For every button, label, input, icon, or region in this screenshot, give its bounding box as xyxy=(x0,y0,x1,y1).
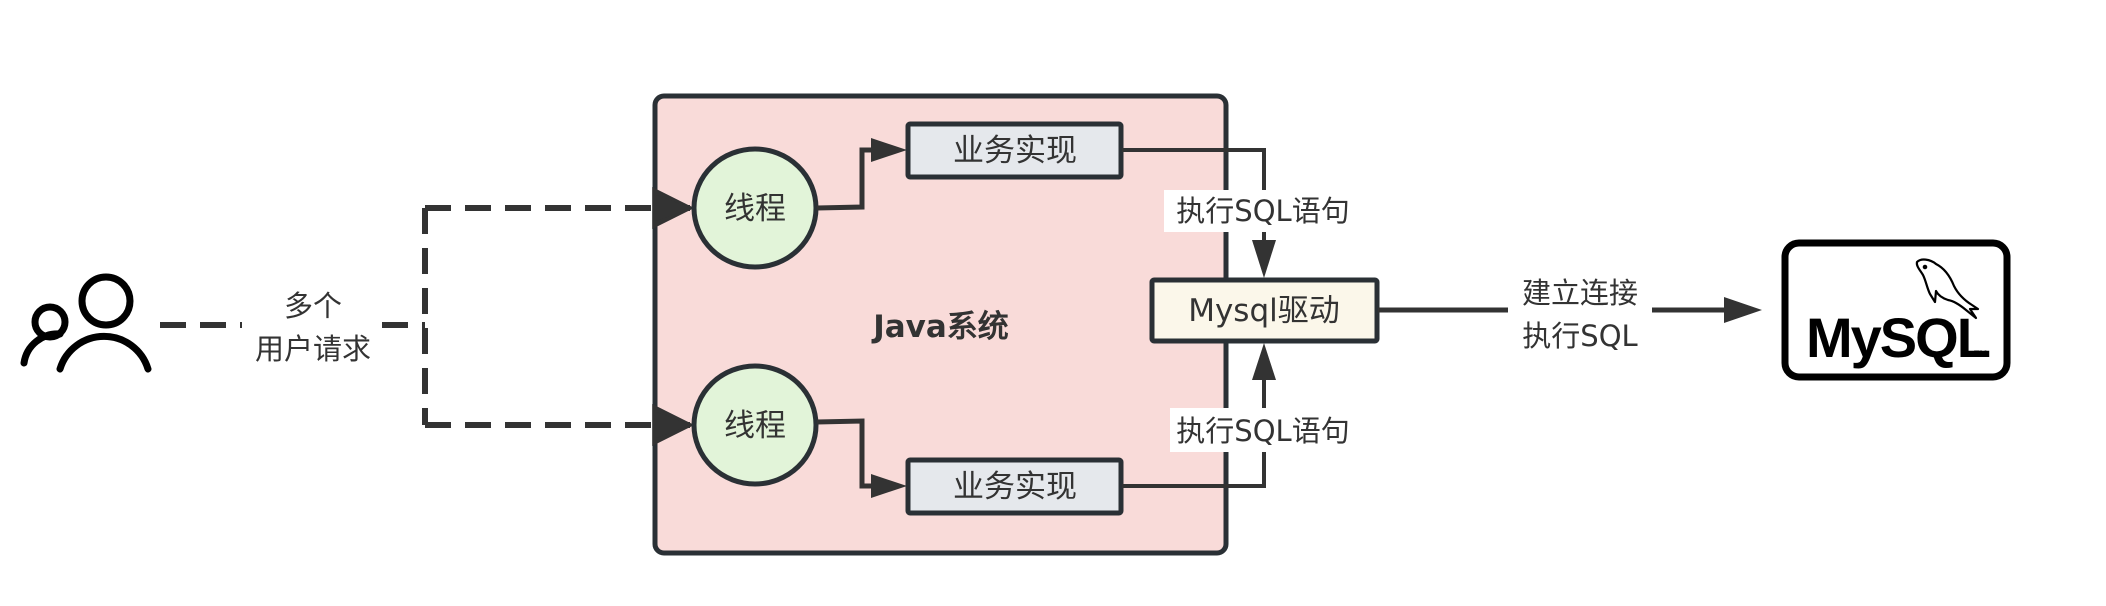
business-node-1-label: 业务实现 xyxy=(953,133,1077,169)
business-node-2[interactable]: 业务实现 xyxy=(905,457,1124,516)
java-system-title: Java系统 xyxy=(871,309,1009,345)
users-icon xyxy=(20,273,152,373)
thread-node-2[interactable]: 线程 xyxy=(691,363,819,487)
request-label-line2: 用户请求 xyxy=(255,332,371,366)
exec-sql-label-bottom: 执行SQL语句 xyxy=(1170,408,1356,452)
arrowhead-database xyxy=(1724,297,1762,323)
mysql-logo-text: MySQL xyxy=(1806,306,1990,369)
mysql-driver-label: Mysql驱动 xyxy=(1188,293,1340,329)
arrowhead-thread-2 xyxy=(656,412,692,438)
connect-label-line1: 建立连接 xyxy=(1522,276,1638,310)
request-label-line1: 多个 xyxy=(284,289,342,323)
arrowhead-driver-top xyxy=(1252,240,1276,278)
request-edges xyxy=(160,187,695,446)
mysql-trademark: TM xyxy=(1974,349,1987,359)
edge-driver-database: 建立连接 执行SQL xyxy=(1378,276,1762,353)
arrowhead-business-2 xyxy=(871,474,907,498)
arrowhead-driver-bottom xyxy=(1252,343,1276,380)
business-node-1[interactable]: 业务实现 xyxy=(905,121,1124,180)
mysql-database-node[interactable]: MySQL TM xyxy=(1781,239,2011,381)
thread-node-1-label: 线程 xyxy=(724,191,786,227)
request-label: 多个 用户请求 xyxy=(255,289,371,366)
svg-text:执行SQL语句: 执行SQL语句 xyxy=(1176,194,1349,228)
mysql-driver-node[interactable]: Mysql驱动 xyxy=(1149,277,1380,344)
arrowhead-business-1 xyxy=(871,138,907,162)
mysql-dolphin-icon xyxy=(1915,258,1980,320)
connect-label-line2: 执行SQL xyxy=(1522,319,1637,353)
business-node-2-label: 业务实现 xyxy=(953,469,1077,505)
thread-node-1[interactable]: 线程 xyxy=(691,146,819,270)
arrowhead-thread-1 xyxy=(656,195,692,221)
exec-sql-label-top: 执行SQL语句 xyxy=(1164,190,1362,232)
thread-node-2-label: 线程 xyxy=(724,408,786,444)
svg-text:执行SQL语句: 执行SQL语句 xyxy=(1176,414,1349,448)
